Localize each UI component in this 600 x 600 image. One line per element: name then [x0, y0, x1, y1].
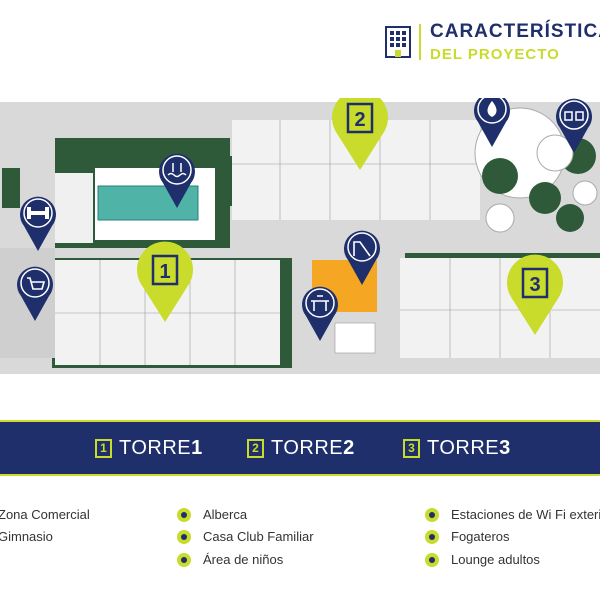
pool-icon — [177, 507, 191, 522]
legend-item: Lounge adultos — [425, 552, 540, 567]
svg-text:3: 3 — [529, 274, 540, 296]
clubhouse-icon — [177, 529, 191, 544]
pool-pin — [159, 153, 195, 208]
lounge-area — [474, 107, 598, 233]
playground-pin — [344, 230, 380, 285]
legend-item: Zona Comercial — [0, 507, 90, 522]
site-plan: 1 2 3 — [0, 98, 600, 380]
fire-pit-pin — [474, 98, 510, 147]
shopping-cart-pin — [17, 266, 54, 321]
legend-item: Gimnasio — [0, 529, 53, 544]
header-divider — [419, 24, 421, 60]
lounge-icon — [425, 552, 439, 567]
page-subtitle: DEL PROYECTO — [430, 46, 560, 63]
lounge-pin — [556, 98, 592, 153]
lobby — [55, 173, 93, 243]
fire-pit-icon — [425, 529, 439, 544]
clubhouse — [334, 322, 376, 354]
svg-text:2: 2 — [354, 109, 365, 131]
tower2-pin: 2 — [332, 98, 388, 170]
clubhouse-pin — [302, 286, 338, 341]
wifi-icon — [425, 507, 439, 522]
legend-item: Área de niños — [177, 552, 283, 567]
legend-item: Alberca — [177, 507, 247, 522]
legend-item: Fogateros — [425, 529, 510, 544]
header: CARACTERÍSTICAS DEL PROYECTO — [0, 0, 600, 95]
tower-number-icon: 1 — [95, 439, 112, 458]
page-title: CARACTERÍSTICAS — [430, 21, 600, 42]
building-icon — [385, 26, 411, 58]
legend-item: Casa Club Familiar — [177, 529, 314, 544]
gym-pin — [20, 196, 57, 251]
svg-text:1: 1 — [159, 261, 170, 283]
tower-number-icon: 2 — [247, 439, 264, 458]
tower3-pin: 3 — [507, 254, 563, 335]
legend-item: Estaciones de Wi Fi exteriores — [425, 507, 600, 522]
tower1-pin: 1 — [137, 241, 193, 322]
playground-icon — [177, 552, 191, 567]
tower-number-icon: 3 — [403, 439, 420, 458]
green-area — [2, 168, 20, 208]
